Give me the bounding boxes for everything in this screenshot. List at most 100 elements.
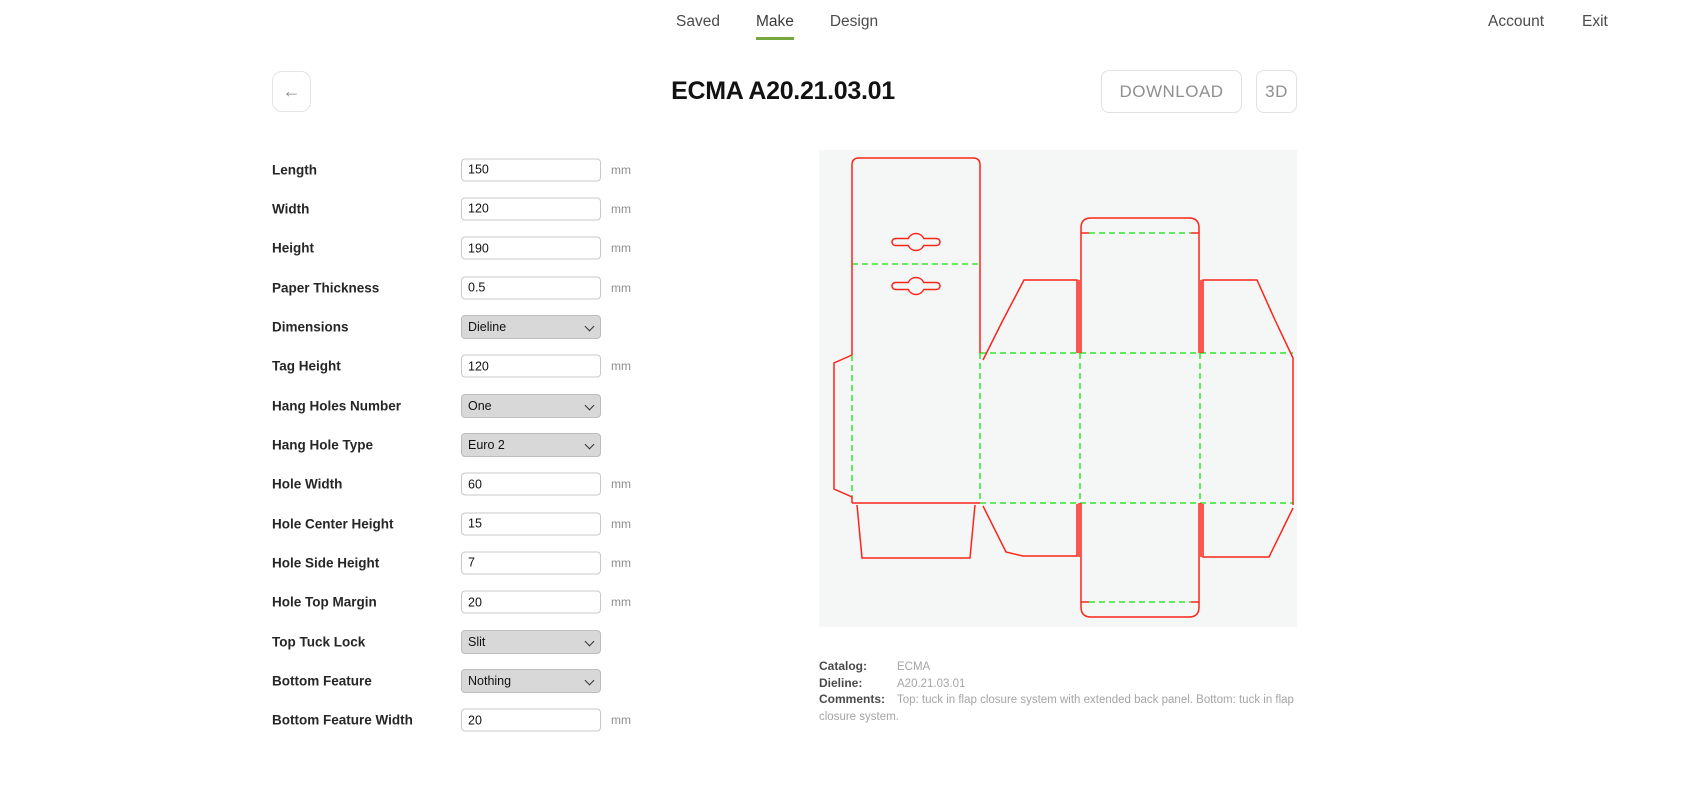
dieline-value: A20.21.03.01 bbox=[897, 677, 966, 690]
bottom-feature-width-field bbox=[461, 708, 601, 732]
main-nav: Saved Make Design bbox=[676, 13, 878, 40]
hole-top-margin-input[interactable] bbox=[461, 590, 601, 614]
dieline-label: Dieline: bbox=[819, 675, 863, 690]
dieline-drawing bbox=[819, 150, 1297, 627]
hang-hole bbox=[891, 232, 941, 252]
form-row-bottom-feature-width: Bottom Feature Width mm bbox=[272, 701, 652, 740]
height-label: Height bbox=[272, 240, 314, 256]
preview-background bbox=[819, 150, 1297, 627]
page-title: ECMA A20.21.03.01 bbox=[671, 77, 895, 105]
info-row-dieline: Dieline: A20.21.03.01 bbox=[819, 676, 1321, 693]
hole-center-height-label: Hole Center Height bbox=[272, 516, 394, 532]
bottom-feature-width-unit: mm bbox=[611, 713, 631, 728]
hole-side-height-label: Hole Side Height bbox=[272, 555, 380, 571]
nav-item-design[interactable]: Design bbox=[829, 13, 879, 30]
hang-hole-type-select-wrap: Euro 2 bbox=[461, 432, 601, 457]
length-input[interactable] bbox=[461, 158, 601, 182]
paper-thickness-unit: mm bbox=[611, 280, 631, 295]
form-row-hang-hole-type: Hang Hole Type Euro 2 bbox=[272, 425, 652, 464]
bottom-feature-width-label: Bottom Feature Width bbox=[272, 712, 413, 728]
hang-holes-number-label: Hang Holes Number bbox=[272, 398, 402, 414]
tag-height-label: Tag Height bbox=[272, 358, 341, 374]
hole-side-height-input[interactable] bbox=[461, 551, 601, 575]
hole-width-label: Hole Width bbox=[272, 476, 343, 492]
hang-hole-type-label: Hang Hole Type bbox=[272, 437, 374, 453]
3d-view-button[interactable]: 3D bbox=[1256, 70, 1297, 113]
hang-hole bbox=[891, 276, 941, 296]
hole-top-margin-unit: mm bbox=[611, 595, 631, 610]
hole-width-input[interactable] bbox=[461, 472, 601, 496]
form-row-bottom-feature: Bottom Feature Nothing bbox=[272, 661, 652, 700]
bottom-feature-select-wrap: Nothing bbox=[461, 668, 601, 693]
hang-holes-number-select[interactable]: One bbox=[461, 393, 601, 418]
account-nav: Account Exit bbox=[1488, 13, 1608, 37]
height-unit: mm bbox=[611, 241, 631, 256]
width-field bbox=[461, 197, 601, 221]
top-tuck-lock-select[interactable]: Slit bbox=[461, 629, 601, 654]
bottom-feature-label: Bottom Feature bbox=[272, 673, 372, 689]
paper-thickness-label: Paper Thickness bbox=[272, 280, 380, 296]
length-unit: mm bbox=[611, 162, 631, 177]
dimensions-select[interactable]: Dieline bbox=[461, 314, 601, 339]
form-row-top-tuck-lock: Top Tuck Lock Slit bbox=[272, 622, 652, 661]
nav-item-saved[interactable]: Saved bbox=[676, 13, 720, 30]
form-row-hole-center-height: Hole Center Height mm bbox=[272, 504, 652, 543]
form-row-length: Length mm bbox=[272, 150, 652, 189]
back-arrow-icon: ← bbox=[282, 81, 301, 101]
tag-height-input[interactable] bbox=[461, 354, 601, 378]
top-tuck-lock-select-wrap: Slit bbox=[461, 629, 601, 654]
form-row-hang-holes-number: Hang Holes Number One bbox=[272, 386, 652, 425]
parameter-form: LengthmmWidthmmHeightmmPaper Thicknessmm… bbox=[272, 150, 652, 740]
tag-height-field bbox=[461, 354, 601, 378]
hang-holes-number-field: One bbox=[461, 393, 601, 418]
height-field bbox=[461, 236, 601, 260]
hole-side-height-field bbox=[461, 551, 601, 575]
back-button[interactable]: ← bbox=[272, 71, 311, 112]
length-label: Length bbox=[272, 162, 317, 178]
download-button[interactable]: DOWNLOAD bbox=[1101, 70, 1242, 113]
info-row-comments: Comments:Top: tuck in flap closure syste… bbox=[819, 692, 1321, 725]
dimensions-field: Dieline bbox=[461, 314, 601, 339]
hole-side-height-unit: mm bbox=[611, 555, 631, 570]
dieline-preview-panel bbox=[819, 150, 1297, 627]
paper-thickness-field bbox=[461, 276, 601, 300]
hole-center-height-field bbox=[461, 512, 601, 536]
catalog-label: Catalog: bbox=[819, 659, 867, 673]
hang-holes-number-select-wrap: One bbox=[461, 393, 601, 418]
nav-item-account[interactable]: Account bbox=[1488, 13, 1545, 30]
nav-item-make[interactable]: Make bbox=[755, 13, 794, 40]
hang-hole-type-field: Euro 2 bbox=[461, 432, 601, 457]
hole-width-unit: mm bbox=[611, 477, 631, 492]
width-input[interactable] bbox=[461, 197, 601, 221]
form-row-hole-side-height: Hole Side Height mm bbox=[272, 543, 652, 582]
width-unit: mm bbox=[611, 201, 631, 216]
dieline-info: Catalog: ECMA Dieline: A20.21.03.01 Commen… bbox=[819, 659, 1321, 725]
nav-item-exit[interactable]: Exit bbox=[1582, 13, 1608, 30]
hang-hole-type-select[interactable]: Euro 2 bbox=[461, 432, 601, 457]
hole-top-margin-field bbox=[461, 590, 601, 614]
form-row-dimensions: Dimensions Dieline bbox=[272, 307, 652, 346]
cut-lines bbox=[833, 157, 1294, 618]
dimensions-label: Dimensions bbox=[272, 319, 349, 335]
height-input[interactable] bbox=[461, 236, 601, 260]
length-field bbox=[461, 158, 601, 182]
hole-center-height-unit: mm bbox=[611, 516, 631, 531]
dimensions-select-wrap: Dieline bbox=[461, 314, 601, 339]
width-label: Width bbox=[272, 201, 310, 217]
top-tuck-lock-label: Top Tuck Lock bbox=[272, 634, 366, 650]
comments-label: Comments: bbox=[819, 692, 886, 706]
bottom-feature-select[interactable]: Nothing bbox=[461, 668, 601, 693]
bottom-feature-width-input[interactable] bbox=[461, 708, 601, 732]
paper-thickness-input[interactable] bbox=[461, 276, 601, 300]
hole-width-field bbox=[461, 472, 601, 496]
tag-height-unit: mm bbox=[611, 359, 631, 374]
catalog-value: ECMA bbox=[897, 661, 931, 673]
comments-value: Top: tuck in flap closure system with ex… bbox=[819, 694, 1294, 723]
form-row-tag-height: Tag Height mm bbox=[272, 347, 652, 386]
form-row-width: Width mm bbox=[272, 189, 652, 228]
hole-center-height-input[interactable] bbox=[461, 512, 601, 536]
bottom-feature-field: Nothing bbox=[461, 668, 601, 693]
top-tuck-lock-field: Slit bbox=[461, 629, 601, 654]
form-row-paper-thickness: Paper Thickness mm bbox=[272, 268, 652, 307]
fold-lines bbox=[851, 232, 1293, 603]
